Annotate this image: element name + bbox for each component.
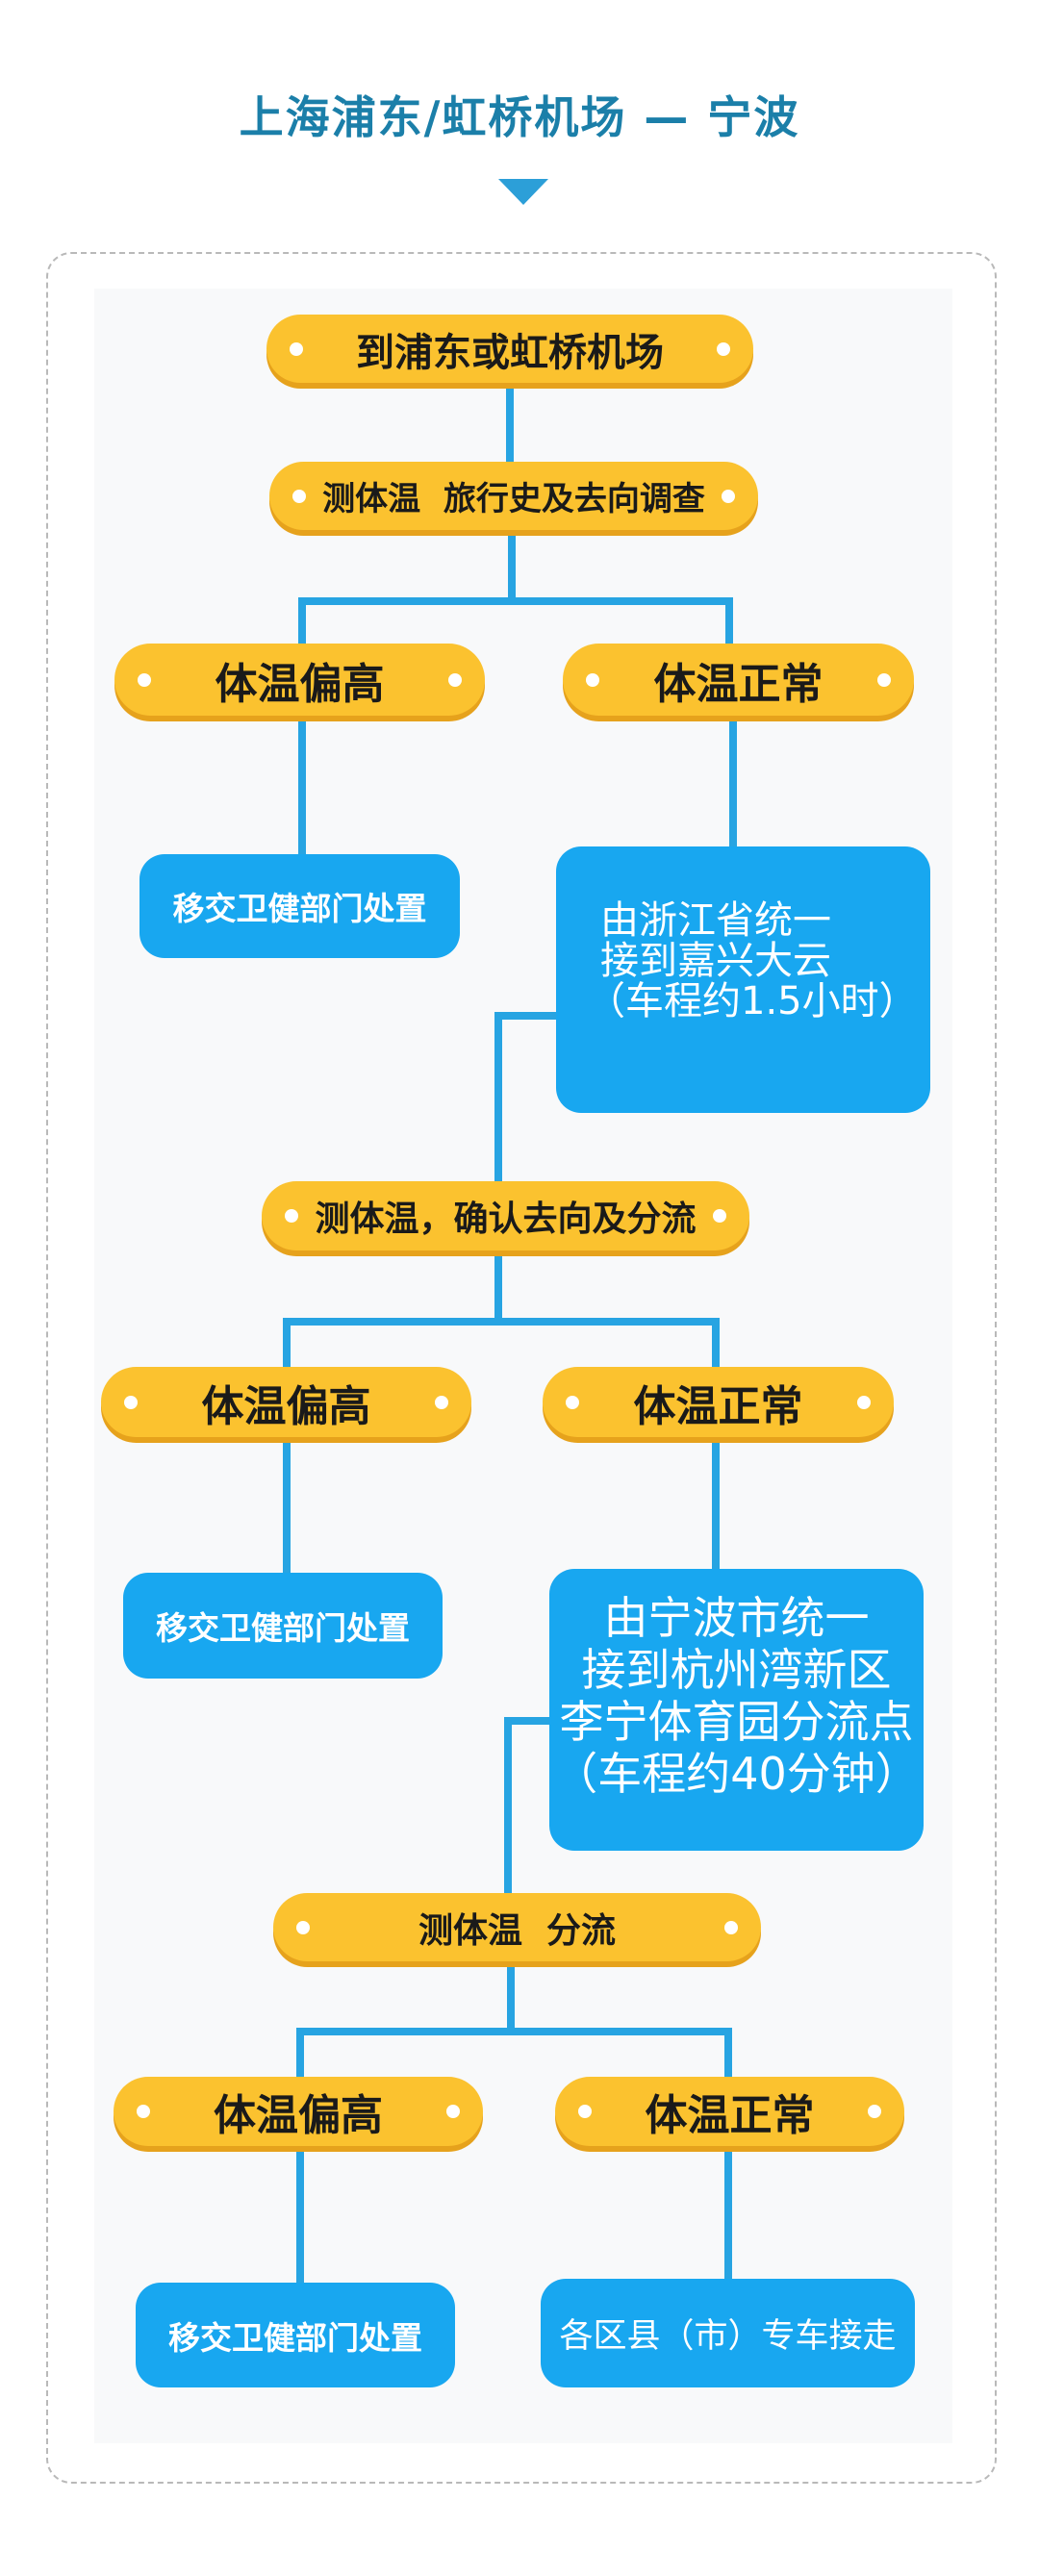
dot-icon	[137, 2105, 150, 2118]
dot-icon	[857, 1395, 871, 1409]
step-divert: 测体温 分流	[273, 1893, 761, 1961]
dot-icon	[724, 1920, 738, 1934]
connector-line	[283, 1318, 291, 1370]
connector-line	[712, 1318, 720, 1370]
branch-label: 体温正常	[653, 659, 824, 709]
result-line: 由宁波市统一	[603, 1591, 870, 1644]
branch1-normal-result: 由浙江省统一 接到嘉兴大云 （车程约1.5小时）	[556, 846, 930, 1113]
page-title: 上海浦东/虹桥机场 — 宁波	[239, 91, 800, 143]
branch-label: 体温正常	[645, 2091, 815, 2140]
connector-line	[724, 2152, 732, 2281]
step-label: 测体温 分流	[418, 1910, 617, 1951]
dot-icon	[435, 1395, 448, 1409]
connector-line	[725, 597, 733, 645]
connector-line	[507, 1967, 515, 2034]
step-arrive-airport: 到浦东或虹桥机场	[266, 315, 753, 383]
branch-label: 体温偏高	[214, 2091, 383, 2140]
branch-label: 体温偏高	[201, 1381, 371, 1431]
connector-line	[296, 2152, 304, 2285]
branch2-normal-result: 由宁波市统一 接到杭州湾新区 李宁体育园分流点 （车程约40分钟）	[549, 1569, 924, 1851]
dashed-frame	[46, 252, 997, 2484]
connector-line	[494, 1256, 502, 1324]
result-line: 李宁体育园分流点	[559, 1695, 914, 1748]
connector-line	[296, 2028, 304, 2079]
step-label: 到浦东或虹桥机场	[356, 330, 664, 375]
step-confirm-destination: 测体温，确认去向及分流	[262, 1181, 749, 1250]
result-line: 接到嘉兴大云	[600, 939, 831, 983]
dot-icon	[292, 489, 306, 503]
dot-icon	[722, 489, 735, 503]
result-line: 接到杭州湾新区	[581, 1643, 892, 1696]
dot-icon	[285, 1209, 298, 1223]
connector-line	[298, 597, 306, 645]
connector-line	[508, 536, 516, 601]
dot-icon	[446, 2105, 460, 2118]
branch-label: 体温正常	[633, 1381, 803, 1431]
branch3-normal-result: 各区县（市）专车接走	[541, 2279, 915, 2387]
branch3-high-result: 移交卫健部门处置	[136, 2283, 455, 2387]
dot-icon	[138, 672, 151, 687]
dot-icon	[868, 2105, 881, 2118]
connector-line	[494, 1012, 502, 1183]
dot-icon	[124, 1395, 138, 1409]
connector-line	[283, 1443, 291, 1575]
connector-line	[504, 1717, 512, 1895]
result-label: 移交卫健部门处置	[168, 2318, 422, 2357]
branch2-normal-temp: 体温正常	[543, 1367, 894, 1437]
result-label: 移交卫健部门处置	[172, 890, 427, 927]
connector-line	[712, 1443, 720, 1571]
dot-icon	[713, 1209, 726, 1223]
result-label: 各区县（市）专车接走	[559, 2317, 897, 2356]
dot-icon	[586, 672, 599, 687]
branch2-high-temp: 体温偏高	[101, 1367, 471, 1437]
result-line: （车程约40分钟）	[553, 1747, 920, 1800]
dot-icon	[566, 1395, 579, 1409]
dot-icon	[448, 672, 462, 687]
branch3-high-temp: 体温偏高	[114, 2077, 483, 2146]
step-temperature-survey: 测体温 旅行史及去向调查	[269, 462, 758, 530]
connector-line	[283, 1318, 720, 1326]
branch1-high-result: 移交卫健部门处置	[139, 854, 460, 958]
connector-line	[296, 2028, 732, 2035]
connector-line	[506, 389, 514, 464]
connector-line	[729, 721, 737, 848]
branch1-high-temp: 体温偏高	[114, 644, 485, 716]
dot-icon	[296, 1920, 310, 1934]
dot-icon	[578, 2105, 592, 2118]
step-label: 测体温，确认去向及分流	[315, 1200, 697, 1239]
connector-line	[494, 1012, 558, 1020]
dot-icon	[877, 672, 891, 687]
branch2-high-result: 移交卫健部门处置	[123, 1573, 443, 1679]
result-line: 由浙江省统一	[600, 898, 831, 943]
step-label: 测体温 旅行史及去向调查	[322, 480, 705, 518]
dot-icon	[717, 341, 730, 356]
connector-line	[298, 597, 733, 605]
result-line: （车程约1.5小时）	[587, 979, 918, 1023]
dot-icon	[290, 341, 303, 356]
connector-line	[504, 1717, 552, 1725]
connector-line	[298, 721, 306, 856]
branch3-normal-temp: 体温正常	[555, 2077, 904, 2146]
connector-line	[724, 2028, 732, 2079]
branch1-normal-temp: 体温正常	[563, 644, 914, 716]
result-label: 移交卫健部门处置	[156, 1609, 410, 1647]
triangle-down-icon	[498, 179, 548, 205]
branch-label: 体温偏高	[215, 659, 385, 709]
